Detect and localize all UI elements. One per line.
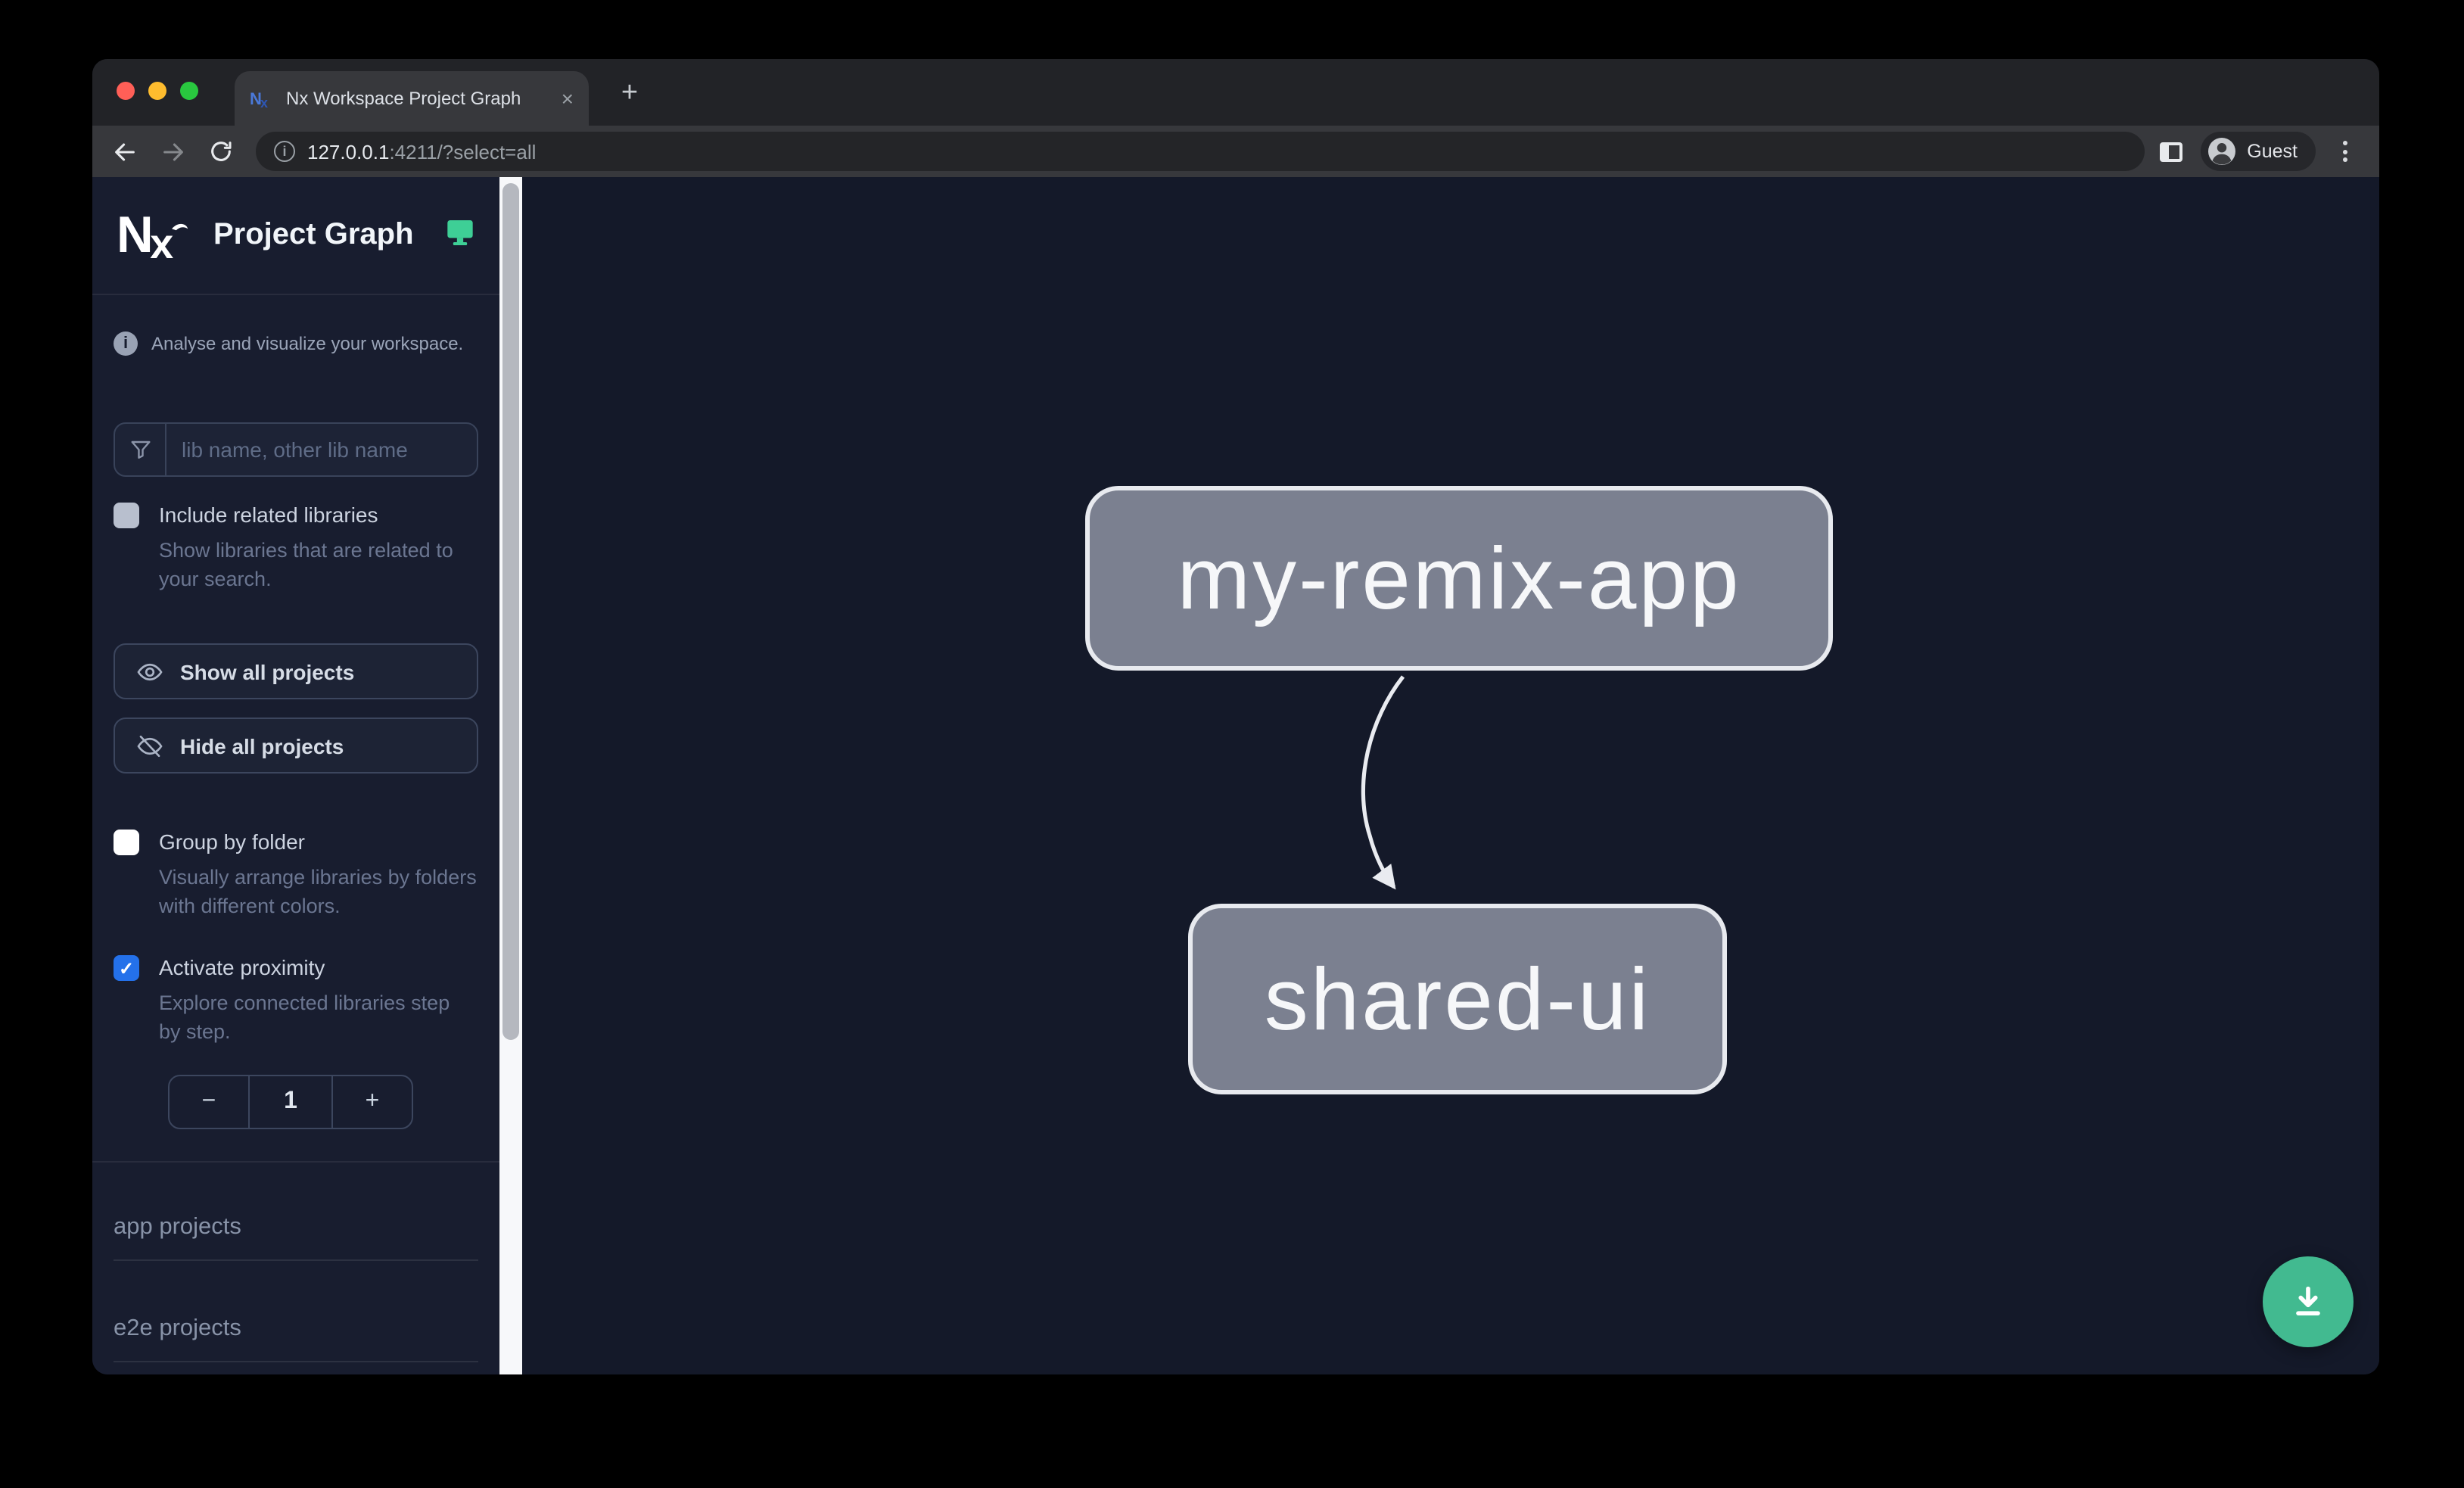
new-tab-button[interactable]: +: [621, 77, 639, 109]
node-my-remix-app[interactable]: my-remix-app: [1085, 486, 1833, 671]
include-related-description: Show libraries that are related to your …: [159, 538, 453, 591]
site-info-icon[interactable]: i: [274, 141, 295, 162]
checkmark-icon: ✓: [118, 957, 135, 979]
back-button[interactable]: [104, 132, 144, 171]
url-host: 127.0.0.1: [307, 140, 390, 163]
info-icon: i: [114, 332, 138, 356]
zoom-window-button[interactable]: [180, 82, 198, 100]
proximity-value: 1: [248, 1076, 333, 1128]
side-panel-icon[interactable]: [2159, 142, 2182, 161]
sidebar-header: N x Project Graph: [92, 177, 499, 295]
sidebar-scrollbar[interactable]: [499, 177, 522, 1374]
eye-off-icon: [137, 735, 163, 757]
activate-proximity-label: Activate proximity: [159, 955, 325, 980]
browser-tab[interactable]: N x Nx Workspace Project Graph ×: [235, 71, 589, 126]
forward-button[interactable]: [153, 132, 192, 171]
browser-toolbar: i 127.0.0.1:4211/?select=all Guest: [92, 126, 2379, 177]
close-window-button[interactable]: [117, 82, 135, 100]
graph-canvas[interactable]: my-remix-app shared-ui: [522, 177, 2379, 1374]
browser-window: N x Nx Workspace Project Graph × +: [92, 59, 2379, 1374]
activate-proximity-checkbox[interactable]: ✓: [114, 955, 139, 982]
filter-input[interactable]: [166, 437, 477, 462]
svg-text:x: x: [260, 95, 268, 111]
url-text: 127.0.0.1:4211/?select=all: [307, 140, 536, 163]
increment-button[interactable]: +: [365, 1088, 380, 1114]
funnel-icon: [130, 440, 150, 459]
include-related-checkbox[interactable]: [114, 503, 139, 528]
tagline-row: i Analyse and visualize your workspace.: [114, 332, 478, 356]
show-all-projects-label: Show all projects: [180, 659, 355, 684]
nx-logo-icon: N x: [117, 210, 188, 261]
svg-text:N: N: [117, 210, 154, 261]
page-title: Project Graph: [213, 218, 414, 251]
group-by-folder-row: Group by folder Visually arrange librari…: [114, 828, 478, 920]
profile-button[interactable]: Guest: [2200, 132, 2316, 171]
browser-menu-button[interactable]: [2331, 135, 2358, 168]
reload-icon: [211, 142, 232, 161]
filter-icon-box: [115, 424, 166, 475]
scrollbar-thumb[interactable]: [502, 183, 519, 1040]
show-all-projects-button[interactable]: Show all projects: [114, 643, 478, 700]
group-by-folder-checkbox[interactable]: [114, 830, 139, 856]
group-by-folder-text: Group by folder Visually arrange librari…: [159, 828, 477, 920]
address-bar[interactable]: i 127.0.0.1:4211/?select=all: [256, 132, 2145, 171]
minimize-window-button[interactable]: [148, 82, 166, 100]
group-by-folder-description: Visually arrange libraries by folders wi…: [159, 866, 477, 918]
hide-all-projects-button[interactable]: Hide all projects: [114, 718, 478, 774]
include-related-label: Include related libraries: [159, 503, 378, 527]
hide-all-projects-label: Hide all projects: [180, 733, 344, 758]
sidebar: N x Project Graph i An: [92, 177, 499, 1374]
decrement-button[interactable]: −: [201, 1088, 216, 1114]
edge-my-remix-app-to-shared-ui: [1361, 675, 1405, 890]
activate-proximity-row: ✓ Activate proximity Explore connected l…: [114, 954, 478, 1047]
activate-proximity-text: Activate proximity Explore connected lib…: [159, 954, 477, 1047]
group-by-folder-label: Group by folder: [159, 830, 305, 855]
monitor-icon: [447, 220, 473, 245]
profile-name: Guest: [2247, 141, 2298, 162]
forward-arrow-icon: [163, 142, 182, 160]
node-label: my-remix-app: [1177, 529, 1741, 627]
svg-text:x: x: [150, 219, 173, 261]
page-content: N x Project Graph i An: [92, 177, 2379, 1374]
svg-text:N: N: [250, 89, 262, 108]
edge-layer: [1361, 675, 1405, 890]
node-shared-ui[interactable]: shared-ui: [1188, 904, 1727, 1094]
include-related-row: Include related libraries Show libraries…: [114, 501, 478, 593]
section-app-projects[interactable]: app projects: [114, 1162, 478, 1261]
node-label: shared-ui: [1264, 950, 1651, 1048]
back-arrow-icon: [114, 142, 134, 160]
url-path: :4211/?select=all: [389, 140, 537, 163]
sidebar-divider: [92, 1160, 499, 1163]
include-related-text: Include related libraries Show libraries…: [159, 501, 477, 593]
activate-proximity-description: Explore connected libraries step by step…: [159, 991, 450, 1044]
eye-icon: [137, 663, 163, 680]
download-icon: [2296, 1286, 2320, 1315]
download-graph-button[interactable]: [2263, 1256, 2354, 1347]
filter-box: [114, 422, 478, 477]
proximity-stepper: − 1 +: [168, 1074, 413, 1129]
tagline-text: Analyse and visualize your workspace.: [151, 333, 464, 354]
reload-button[interactable]: [201, 132, 241, 171]
nx-favicon-icon: N x: [250, 89, 268, 111]
tab-title: Nx Workspace Project Graph: [286, 88, 521, 109]
close-tab-icon[interactable]: ×: [561, 86, 574, 111]
avatar-icon: [2207, 138, 2235, 165]
section-e2e-projects[interactable]: e2e projects: [114, 1260, 478, 1362]
tab-strip: N x Nx Workspace Project Graph × +: [92, 59, 2379, 126]
theme-toggle-button[interactable]: [445, 216, 475, 254]
